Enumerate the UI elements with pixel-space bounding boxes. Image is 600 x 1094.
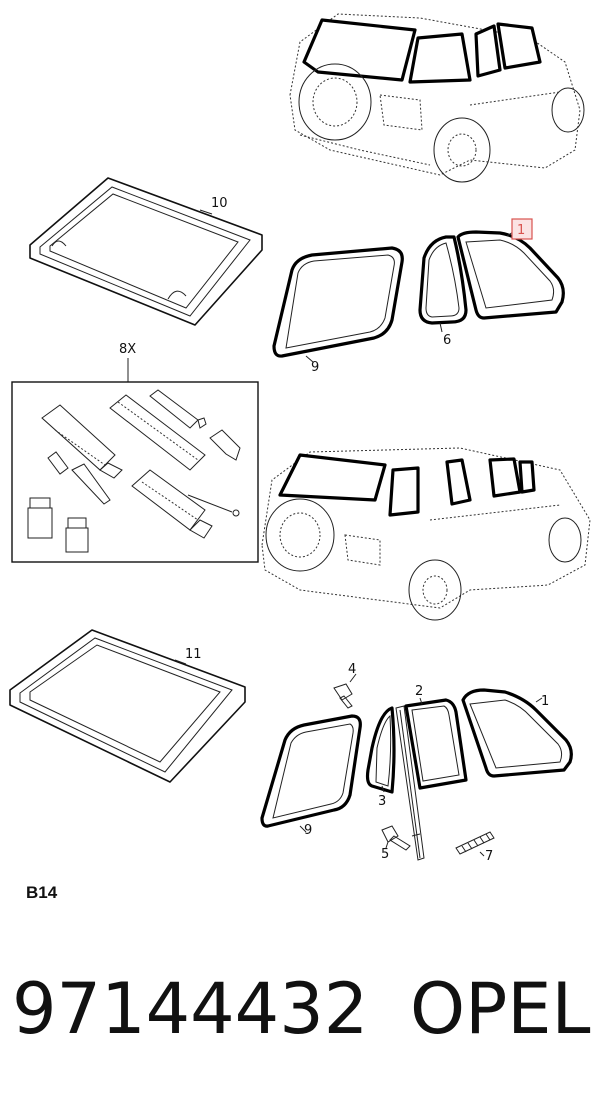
- brand-name: OPEL: [410, 968, 591, 1050]
- part-channel-strip: [395, 705, 425, 861]
- part-7-seal-strip: [455, 831, 495, 857]
- callout-1-highlight: 1: [517, 223, 525, 238]
- part-10-tailgate-glass: [29, 177, 263, 326]
- callout-6: 6: [443, 333, 451, 348]
- part-1-door-glass-bottom: [461, 688, 573, 778]
- part-3-fixed-glass: [365, 706, 396, 794]
- part-9-quarter-glass-top: [272, 246, 404, 363]
- callout-9-bottom: 9: [304, 823, 312, 838]
- callout-2: 2: [415, 684, 423, 699]
- callout-3: 3: [378, 794, 386, 809]
- part-4-clip: [333, 673, 357, 709]
- kit-box: [11, 381, 259, 563]
- vehicle-top-illustration: [289, 13, 585, 183]
- callout-8x: 8X: [119, 342, 136, 357]
- callout-4: 4: [348, 662, 356, 677]
- part-5-screw: [381, 825, 411, 851]
- part-9-quarter-glass-bottom: [260, 714, 362, 833]
- part-2-door-glass: [404, 697, 468, 790]
- callout-9-top: 9: [311, 360, 319, 375]
- callout-1-bottom: 1: [541, 694, 549, 709]
- callout-7: 7: [485, 849, 493, 864]
- part-6-rear-door-glass: [418, 235, 468, 333]
- part-11-rear-glass: [9, 629, 246, 783]
- section-code: B14: [26, 883, 58, 902]
- callout-11: 11: [185, 647, 202, 662]
- part-number: 97144432: [12, 968, 368, 1050]
- vehicle-bottom-illustration: [261, 447, 591, 621]
- part-1-door-glass-top: [456, 218, 565, 320]
- highlight-box: [511, 218, 533, 240]
- callout-10: 10: [211, 196, 228, 211]
- callout-5: 5: [381, 847, 389, 862]
- kit-contents-illustration: [27, 389, 241, 553]
